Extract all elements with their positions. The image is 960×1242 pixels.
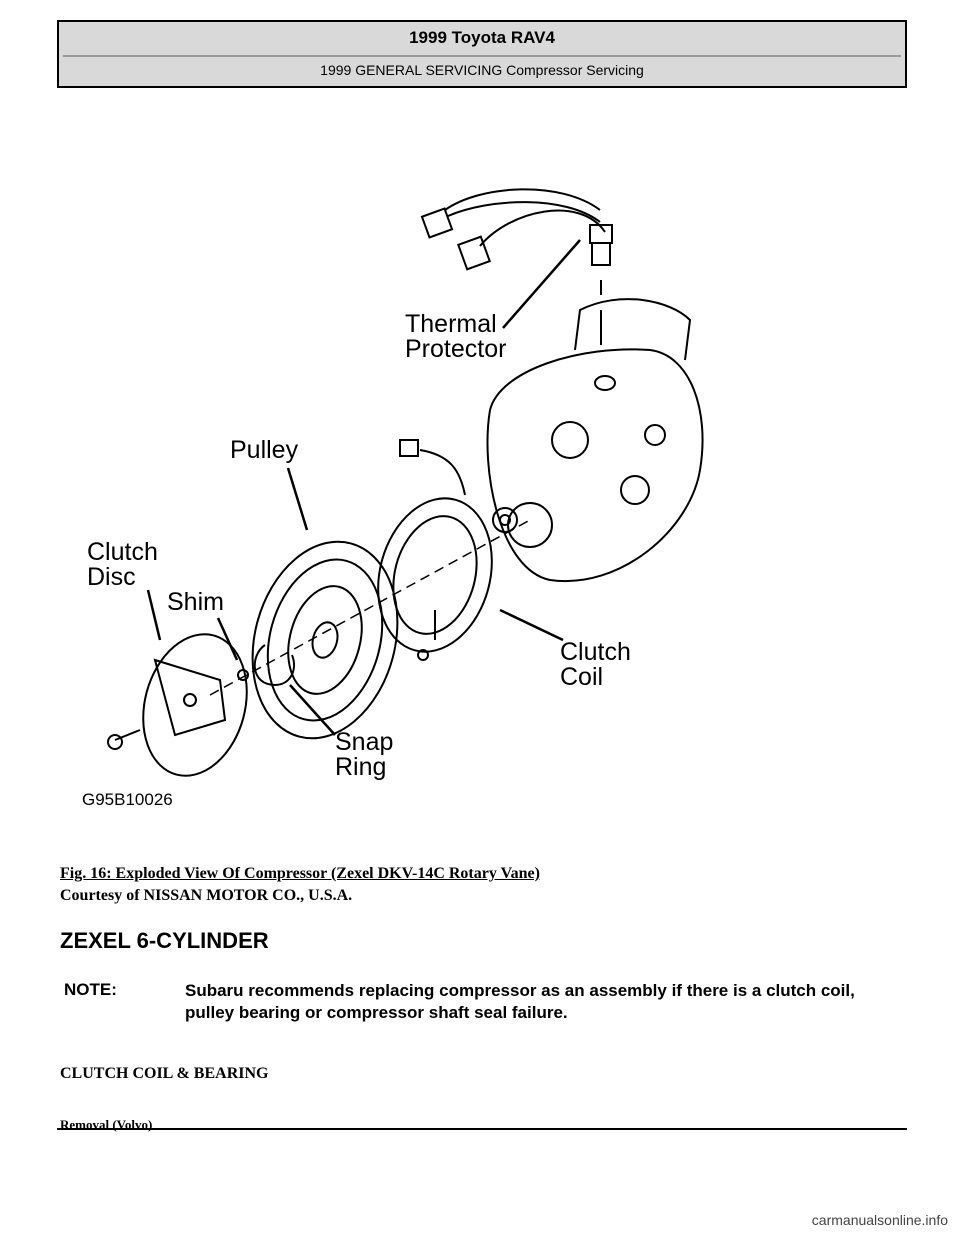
thermal-protector-drawing	[420, 188, 613, 345]
label-thermal-line1: Thermal	[405, 310, 497, 338]
figure-code: G95B10026	[82, 790, 173, 809]
watermark: carmanualsonline.info	[811, 1212, 948, 1228]
section-title: ZEXEL 6-CYLINDER	[60, 928, 269, 953]
document-header: 1999 Toyota RAV4 1999 GENERAL SERVICING …	[57, 20, 907, 88]
subheading: CLUTCH COIL & BEARING	[60, 1065, 269, 1082]
sub-subheading: Removal (Volvo)	[60, 1117, 153, 1132]
header-title: 1999 Toyota RAV4	[409, 28, 555, 47]
label-clutch-disc-line2: Disc	[87, 563, 136, 591]
page-bottom-border	[57, 1128, 907, 1130]
clutch-disc-drawing	[107, 633, 248, 777]
label-clutch-coil-line2: Coil	[560, 663, 603, 691]
note-label: NOTE:	[64, 980, 117, 999]
pulley-drawing	[251, 540, 399, 740]
header-divider	[63, 55, 901, 57]
label-thermal-line2: Protector	[405, 335, 506, 363]
header-subtitle: 1999 GENERAL SERVICING Compressor Servic…	[320, 62, 644, 78]
leader-lines	[146, 239, 581, 736]
label-clutch-disc-line1: Clutch	[87, 538, 158, 566]
figure-courtesy: Courtesy of NISSAN MOTOR CO., U.S.A.	[60, 887, 353, 904]
figure-caption: Fig. 16: Exploded View Of Compressor (Ze…	[60, 865, 540, 882]
label-shim: Shim	[167, 588, 224, 616]
compressor-body-drawing	[486, 298, 704, 583]
compressor-exploded-diagram: Thermal Protector Pulley Clutch Disc Shi…	[82, 188, 704, 809]
label-clutch-coil-line1: Clutch	[560, 638, 631, 666]
label-pulley: Pulley	[230, 436, 299, 464]
note-text: Subaru recommends replacing compressor a…	[185, 981, 855, 1022]
clutch-coil-drawing	[377, 439, 493, 661]
label-snap-ring-line2: Ring	[335, 753, 386, 781]
label-snap-ring-line1: Snap	[335, 728, 393, 756]
